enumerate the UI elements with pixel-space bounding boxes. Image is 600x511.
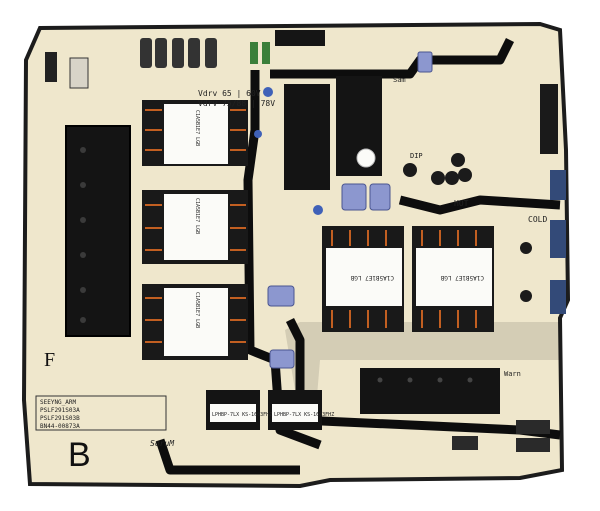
transformer-2: [142, 190, 248, 264]
lower-heatsink: [360, 368, 500, 414]
transformer-5: [412, 226, 494, 332]
pcb-trace-black-fill: [285, 322, 560, 420]
board-letter-b: B: [68, 436, 91, 474]
part-number-3: PSLF291S03B: [40, 415, 80, 422]
inductor-2: [268, 390, 322, 430]
voltage-label-1: Vdrv 65 | 60V: [198, 89, 261, 98]
brand-label: SoruM: [150, 439, 175, 448]
part-number-2: PSLF291S03A: [40, 407, 80, 414]
top-connector: [275, 30, 325, 46]
part-number-4: BN44-00873A: [40, 423, 80, 430]
transformer-label-4: C1A5B1E7 LGB: [350, 274, 394, 281]
transformer-1: [142, 100, 248, 166]
output-connectors: [452, 84, 566, 452]
white-ring-cap: [356, 148, 376, 168]
transformer-3: [142, 284, 248, 360]
transformer-label-2: C1A5B1E7 LGB: [194, 198, 200, 234]
inductor-label-1: LPHBP-7LX KS-1603FHZ: [212, 412, 272, 418]
transformer-label-3: C1A5B1E7 LGB: [194, 292, 200, 328]
fuse: [69, 57, 89, 89]
transformer-label-5: C1A5B1E7 LGB: [440, 274, 484, 281]
blue-capacitors: [267, 51, 433, 369]
center-heatsink-1: [284, 84, 330, 190]
heatsink-screws: [80, 147, 86, 323]
board-letter-f: F: [44, 349, 55, 371]
top-capacitors: [140, 38, 270, 68]
left-heatsink: [65, 125, 131, 337]
ic-label: Sam: [393, 76, 406, 84]
electrolytic-capacitors: [403, 153, 532, 302]
transformer-label-1: C1A5B1E7 LGB: [194, 110, 200, 146]
transformer-4: [322, 226, 404, 332]
small-blue-parts: [254, 87, 323, 215]
dip-label: DIP: [410, 152, 423, 160]
voltage-label-2: Vdrv 75/88 | 78V: [198, 99, 275, 108]
inductor-label-2: LPHBP-7LX KS-1603FHZ: [274, 412, 334, 418]
inductor-1: [206, 390, 260, 430]
part-number-block: SEEYNG_ARM PSLF291S03A PSLF291S03B BN44-…: [35, 395, 167, 431]
input-connector: [45, 52, 57, 82]
cold-label: COLD: [528, 215, 547, 224]
hot-label: HOT: [454, 199, 469, 208]
part-number-1: SEEYNG_ARM: [40, 399, 77, 406]
warn-label: Warn: [504, 370, 521, 378]
